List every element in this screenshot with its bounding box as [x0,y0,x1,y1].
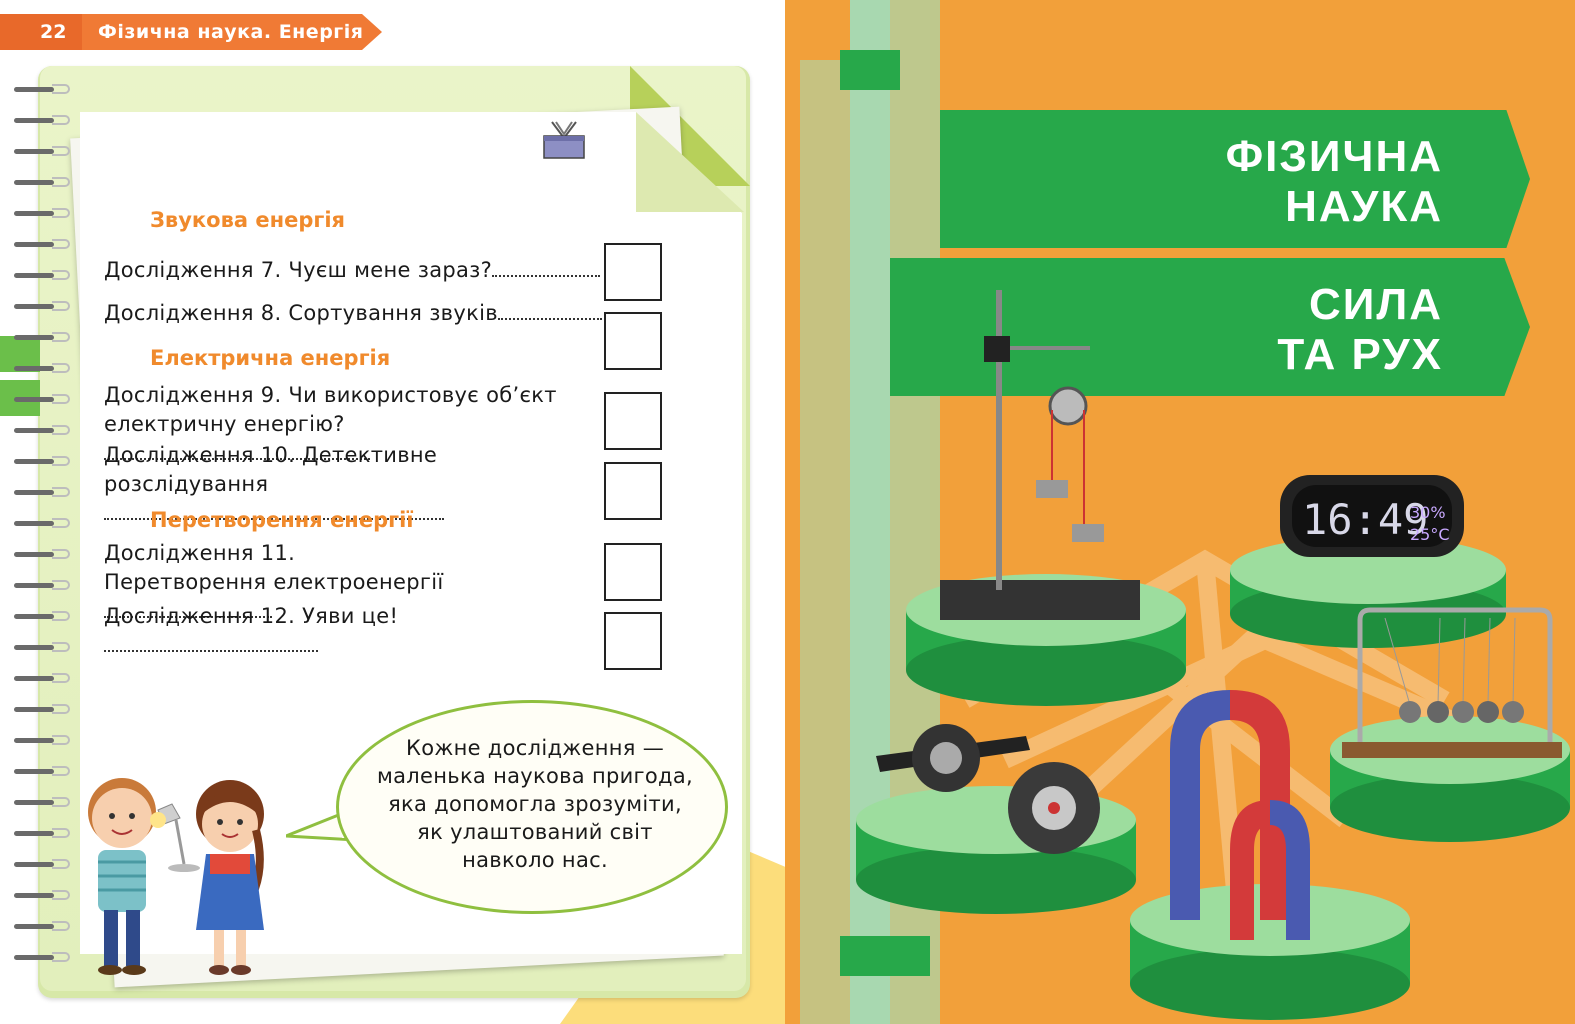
spiral-ring [14,890,72,900]
title-line: НАУКА [1285,182,1443,231]
speech-bubble [336,700,728,914]
item-text: Дослідження 10. Детективне [104,443,438,467]
title-line: ФІЗИЧНА [1225,132,1443,181]
item-text: Дослідження 7. Чуєш мене зараз? [104,258,493,282]
dot-leader [104,458,370,460]
page-number: 22 [40,21,67,43]
spiral-ring [14,363,72,373]
spiral-ring [14,146,72,156]
spiral-ring [14,394,72,404]
checkbox[interactable] [604,612,662,670]
podium [1330,716,1570,842]
clock-temperature: 25°C [1410,525,1450,544]
children-illustration [88,778,264,975]
checkbox[interactable] [604,312,662,370]
spiral-ring [14,921,72,931]
item-text: розслідування [104,472,269,496]
item-text: Дослідження 9. Чи використовує об’єкт [104,383,557,407]
spiral-ring [14,84,72,94]
science-objects-illustration: 16:49 30% 25°C [856,290,1570,1020]
bubble-line: маленька наукова пригода, [376,764,694,788]
spiral-ring [14,766,72,776]
spiral-ring [14,518,72,528]
list-item: Дослідження 10. Детективне розслідування [104,441,604,528]
spiral-ring [14,704,72,714]
spiral-ring [14,797,72,807]
bubble-line: яка допомогла зрозуміти, [388,792,682,816]
spiral-ring [14,177,72,187]
spiral-ring [14,208,72,218]
spiral-ring [14,239,72,249]
page-title: ФІЗИЧНА НАУКА [1226,132,1443,232]
dot-leader [497,318,602,320]
spiral-ring [14,859,72,869]
checkbox[interactable] [604,462,662,520]
pulley-stand-icon [940,290,1140,620]
subtitle-line: ТА РУХ [1277,330,1443,379]
section-title-conversion: Перетворення енергії [150,508,414,532]
spiral-ring [14,642,72,652]
binder-clip-icon [543,121,585,159]
spiral-ring [14,673,72,683]
spiral-ring [14,115,72,125]
spiral-ring [14,952,72,962]
item-text: Дослідження 11. [104,541,296,565]
cart-wheels-icon [876,724,1100,854]
left-page: 22 Фізична наука. Енергія Звукова енергі… [0,0,785,1024]
page-number-box: 22 [0,14,82,50]
page-subtitle: СИЛА ТА РУХ [1277,280,1443,380]
bubble-line: як улаштований світ [417,820,653,844]
dot-leader [104,518,444,520]
digital-clock-icon: 16:49 30% 25°C [1280,475,1464,557]
spiral-ring [14,828,72,838]
list-item: Дослідження 7. Чуєш мене зараз? [104,256,604,285]
spiral-ring [14,270,72,280]
spiral-binding [14,84,74,984]
spiral-ring [14,301,72,311]
section-title-electric: Електрична енергія [150,346,391,370]
spiral-ring [14,549,72,559]
bubble-line: навколо нас. [462,848,608,872]
clock-humidity: 30% [1410,503,1446,522]
item-text: Дослідження 8. Сортування звуків [104,301,498,325]
list-item: Дослідження 9. Чи використовує об’єкт еле… [104,381,604,468]
newtons-cradle-icon [1342,607,1562,758]
spiral-ring [14,580,72,590]
clock-time: 16:49 [1302,495,1428,544]
spiral-ring [14,332,72,342]
item-text: Дослідження 12. Уяви це! [104,604,399,628]
list-item: Дослідження 8. Сортування звуків [104,299,604,328]
title-banner [940,110,1530,248]
list-item: Дослідження 11. Перетворення електроенерг… [104,539,604,626]
item-text: Перетворення електроенергії [104,570,444,594]
speech-bubble-text: Кожне дослідження — маленька наукова при… [360,734,710,874]
spiral-ring [14,735,72,745]
list-item: Дослідження 12. Уяви це! [104,602,604,660]
dot-leader [104,650,318,652]
bubble-line: Кожне дослідження — [406,736,664,760]
spiral-ring [14,456,72,466]
spiral-ring [14,487,72,497]
dot-leader [104,616,272,618]
horseshoe-magnet-icon [1170,690,1310,940]
section-title-sound: Звукова енергія [150,208,346,232]
item-text: електричну енергію? [104,412,345,436]
spiral-ring [14,611,72,621]
subtitle-line: СИЛА [1308,280,1443,329]
dot-leader [492,275,601,277]
checkbox[interactable] [604,392,662,450]
checkbox[interactable] [604,243,662,301]
chapter-title: Фізична наука. Енергія [98,21,364,43]
checkbox[interactable] [604,543,662,601]
spiral-ring [14,425,72,435]
